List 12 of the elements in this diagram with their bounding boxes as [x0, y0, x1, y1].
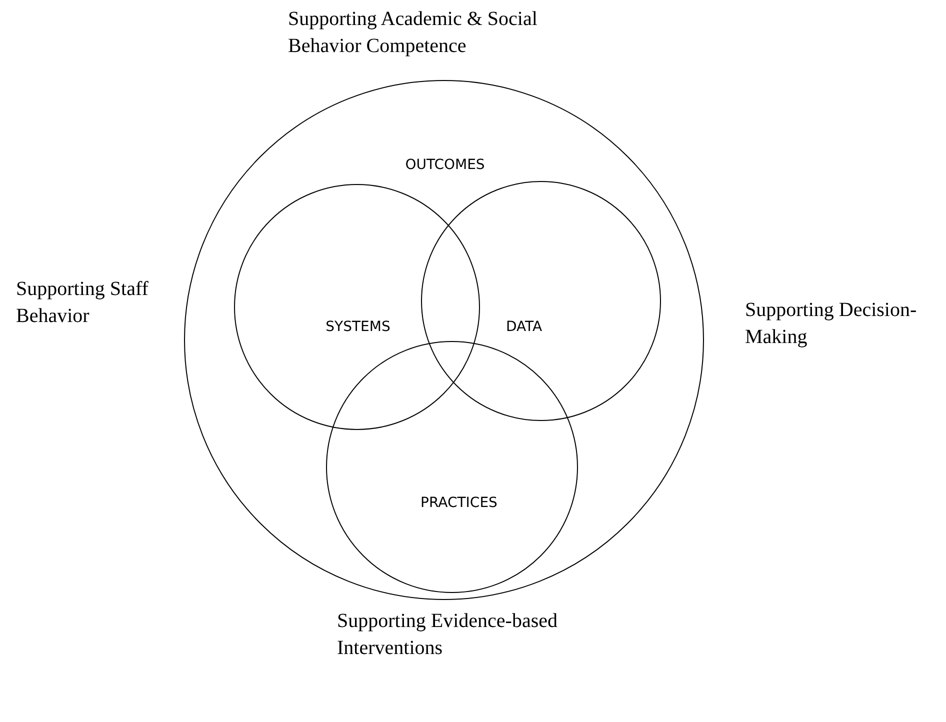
side-caption: Supporting Decision-Making [745, 298, 918, 350]
side-caption: Supporting Staff Behavior [16, 277, 150, 329]
venn-circle [326, 341, 578, 593]
circle-label: PRACTICES [420, 495, 498, 511]
venn-circle [234, 184, 480, 430]
venn-circle [421, 181, 661, 421]
side-caption: Supporting Evidence-based Interventions [337, 609, 558, 661]
circle-label: DATA [506, 319, 542, 335]
circle-label: OUTCOMES [405, 157, 485, 173]
venn-circle [184, 80, 704, 600]
circle-label: SYSTEMS [326, 319, 390, 335]
side-caption: Supporting Academic & Social Behavior Competence [288, 7, 538, 59]
